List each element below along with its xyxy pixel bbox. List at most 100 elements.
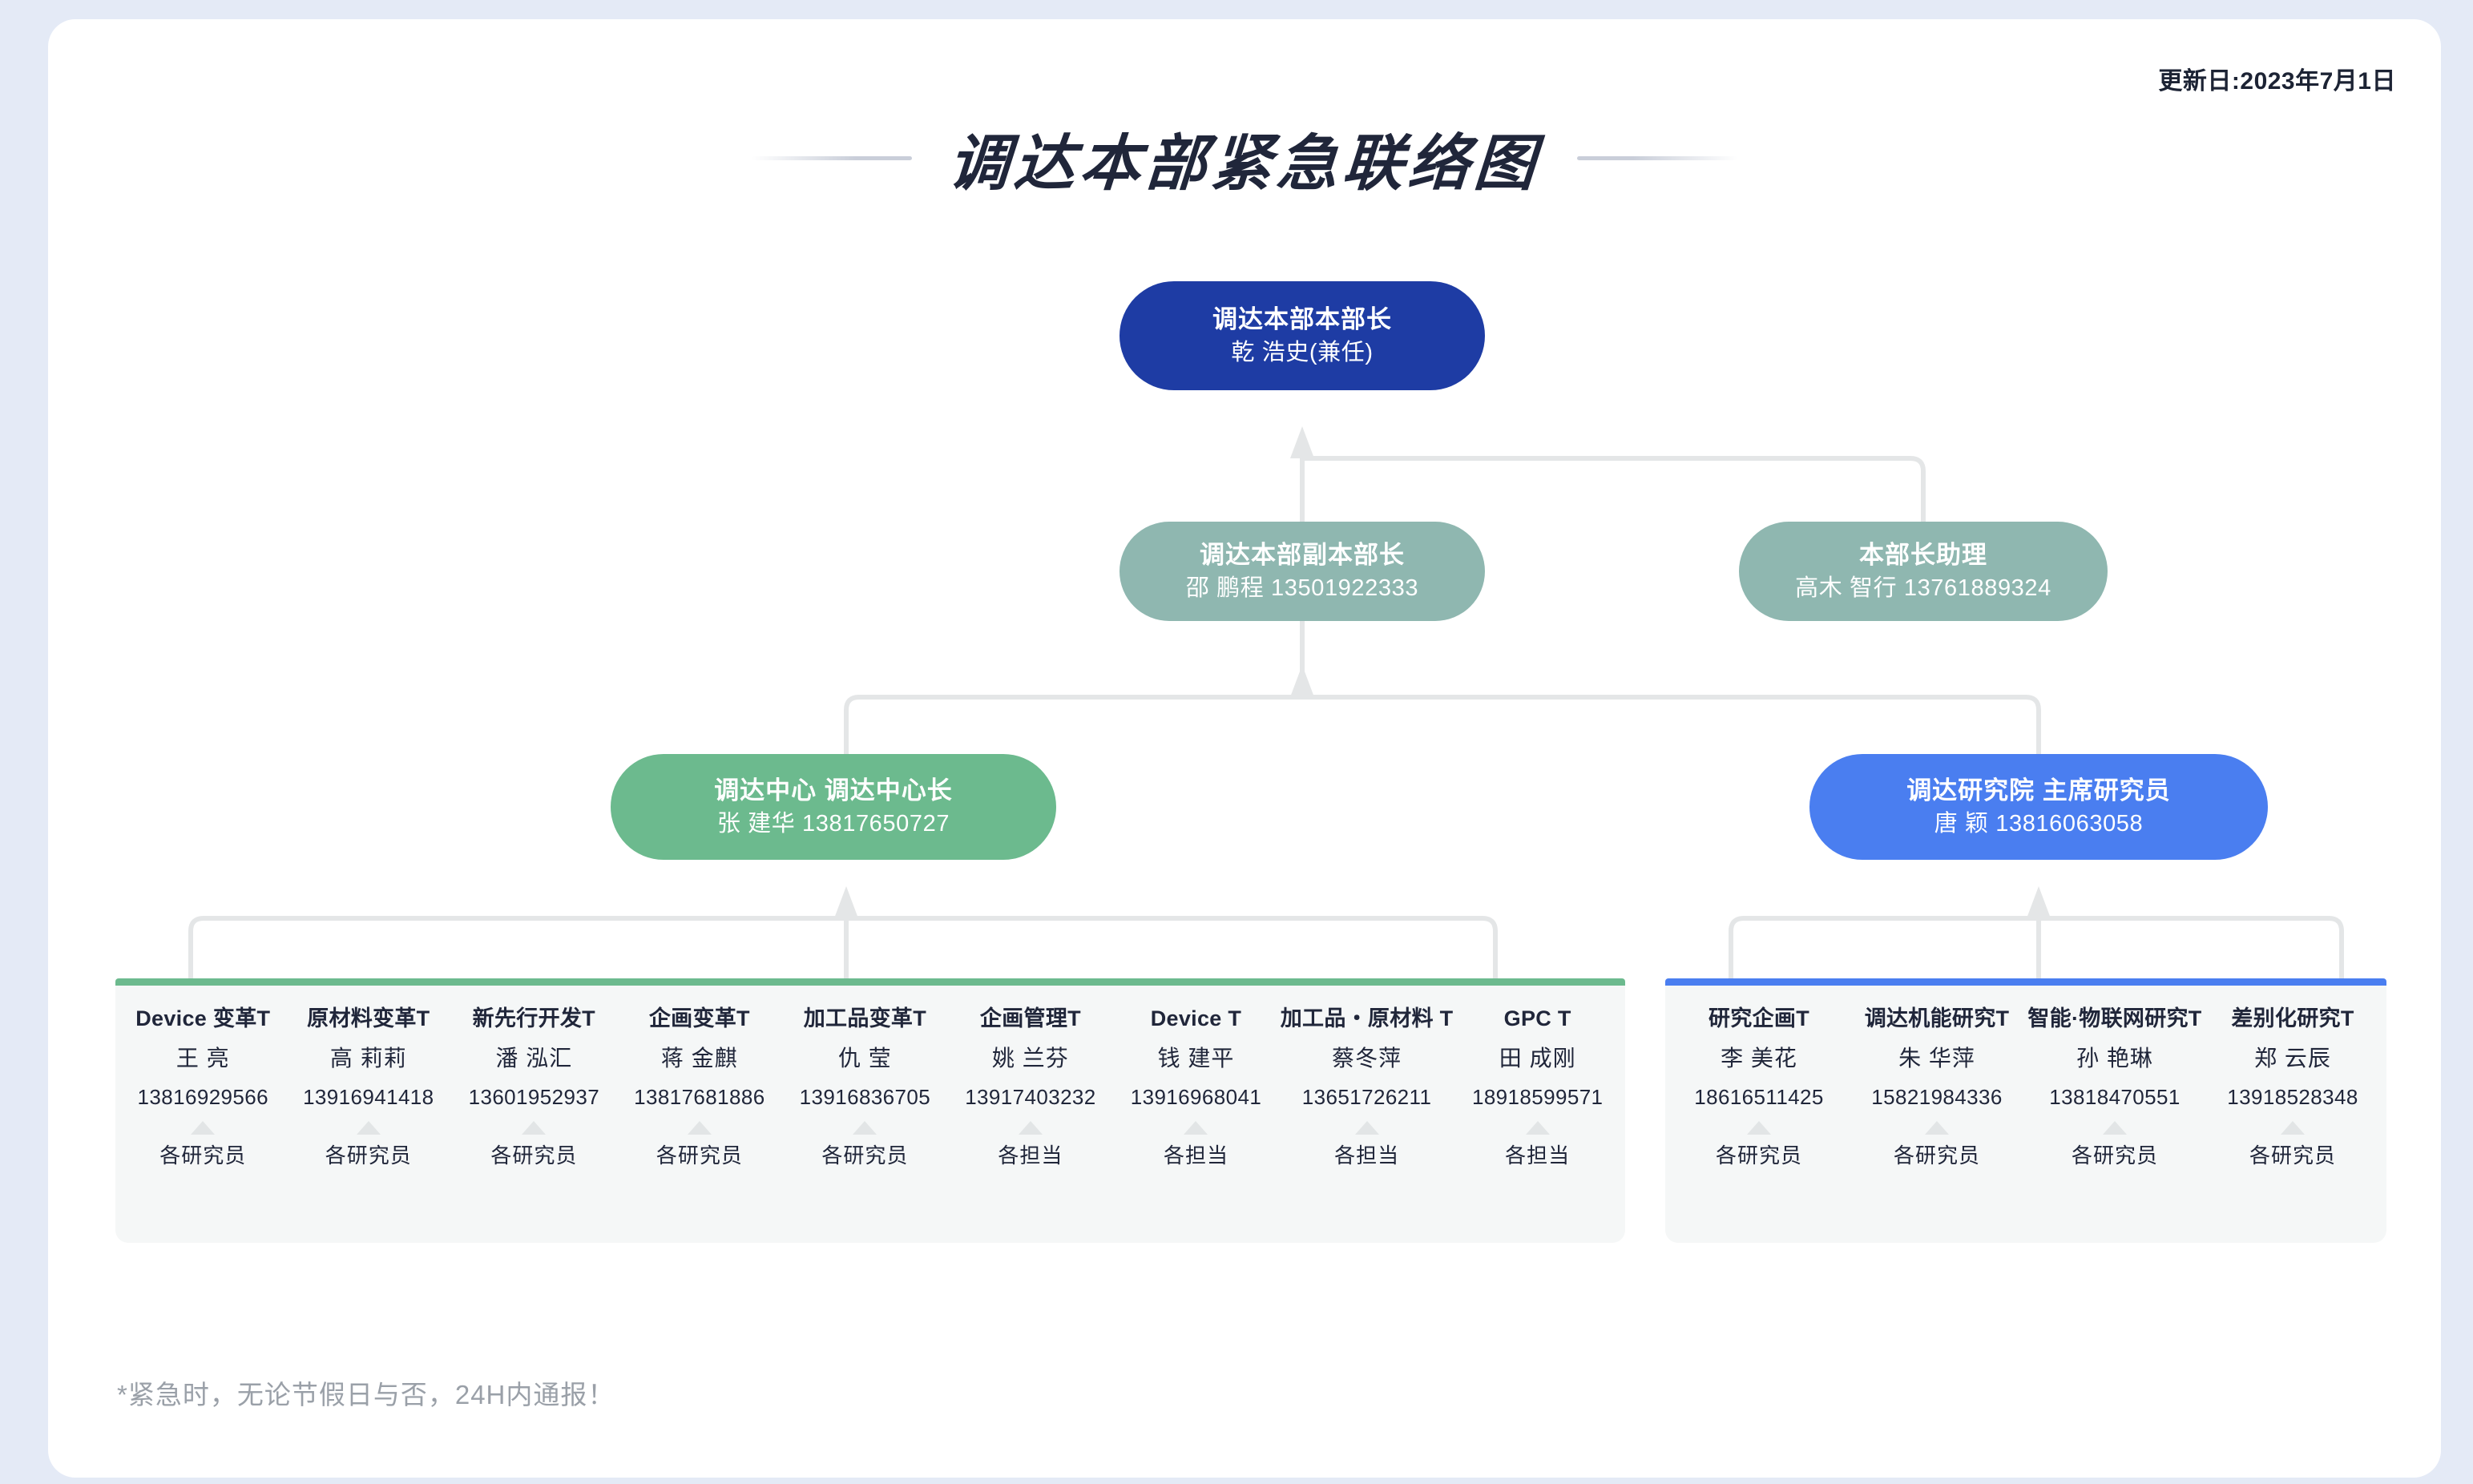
team-leader-phone: 13651726211 — [1301, 1085, 1432, 1110]
team-title: 原材料变革T — [307, 1006, 430, 1030]
team-title: Device T — [1150, 1006, 1242, 1030]
team-column[interactable]: 研究企画T 李 美花 18616511425 各研究员 — [1670, 1006, 1848, 1219]
team-leader-phone: 13916941418 — [303, 1085, 434, 1110]
team-leader-phone: 13818470551 — [2049, 1085, 2181, 1110]
team-title: 企画管理T — [979, 1006, 1081, 1030]
connector-lines — [188, 426, 2344, 981]
triangle-up-icon — [522, 1121, 547, 1135]
team-leader-name: 潘 泓汇 — [495, 1046, 573, 1071]
team-member-role: 各研究员 — [1893, 1143, 1980, 1168]
title-rule-left — [752, 155, 912, 160]
team-title: 智能·物联网研究T — [2027, 1006, 2202, 1030]
arrow-up-to-institute-node — [2027, 886, 2051, 918]
team-title: Device 变革T — [135, 1006, 271, 1030]
team-column[interactable]: 智能·物联网研究T 孙 艳琳 13818470551 各研究员 — [2026, 1006, 2204, 1219]
team-member-role: 各研究员 — [2249, 1143, 2336, 1168]
node-title: 本部长助理 — [1859, 540, 1987, 569]
triangle-up-icon — [1354, 1121, 1379, 1135]
update-date: 更新日:2023年7月1日 — [2158, 68, 2396, 95]
team-member-role: 各研究员 — [325, 1143, 412, 1168]
team-leader-phone: 18616511425 — [1694, 1085, 1824, 1110]
team-member-role: 各研究员 — [159, 1143, 247, 1168]
team-leader-name: 姚 兰芬 — [992, 1046, 1069, 1071]
team-title: 加工品・原材料 T — [1280, 1006, 1454, 1030]
triangle-up-icon — [1925, 1121, 1949, 1135]
team-member-role: 各研究员 — [490, 1143, 578, 1168]
arrow-up-to-center-node — [834, 886, 858, 918]
team-member-role: 各担当 — [1505, 1143, 1571, 1168]
team-member-role: 各担当 — [1163, 1143, 1228, 1168]
panel-procurement-center-teams: Device 变革T 王 亮 13816929566 各研究员 原材料变革T 高 莉莉 13… — [115, 978, 1625, 1243]
triangle-up-icon — [853, 1121, 877, 1135]
triangle-up-icon — [687, 1121, 712, 1135]
team-leader-name: 李 美花 — [1721, 1046, 1797, 1071]
team-column[interactable]: Device T 钱 建平 13916968041 各担当 — [1113, 1006, 1279, 1219]
team-leader-phone: 13917403232 — [965, 1085, 1096, 1110]
team-leader-name: 田 成刚 — [1499, 1046, 1576, 1071]
triangle-up-icon — [356, 1121, 381, 1135]
triangle-up-icon — [1525, 1121, 1550, 1135]
node-top-director[interactable]: 调达本部本部长 乾 浩史(兼任) — [1120, 281, 1485, 390]
team-member-role: 各担当 — [998, 1143, 1063, 1168]
node-subtitle: 乾 浩史(兼任) — [1231, 339, 1374, 365]
node-title: 调达本部本部长 — [1212, 304, 1392, 333]
team-leader-phone: 13601952937 — [468, 1085, 600, 1110]
team-leader-name: 蔡冬萍 — [1332, 1046, 1402, 1071]
team-title: 研究企画T — [1709, 1006, 1809, 1030]
team-title: GPC T — [1503, 1006, 1571, 1030]
arrow-up-to-top-node — [1290, 426, 1314, 458]
node-title: 调达研究院 主席研究员 — [1906, 776, 2171, 805]
team-leader-name: 孙 艳琳 — [2076, 1046, 2153, 1071]
team-member-role: 各研究员 — [1715, 1143, 1802, 1168]
team-title: 调达机能研究T — [1864, 1006, 2010, 1030]
team-column[interactable]: 新先行开发T 潘 泓汇 13601952937 各研究员 — [451, 1006, 617, 1219]
team-leader-phone: 13817681886 — [634, 1085, 765, 1110]
team-member-role: 各研究员 — [821, 1143, 909, 1168]
node-director-assistant[interactable]: 本部长助理 高木 智行 13761889324 — [1739, 522, 2108, 621]
triangle-up-icon — [2103, 1121, 2127, 1135]
triangle-up-icon — [191, 1121, 216, 1135]
node-research-institute[interactable]: 调达研究院 主席研究员 唐 颖 13816063058 — [1809, 754, 2268, 860]
triangle-up-icon — [1018, 1121, 1043, 1135]
node-procurement-center[interactable]: 调达中心 调达中心长 张 建华 13817650727 — [611, 754, 1056, 860]
team-leader-phone: 15821984336 — [1871, 1085, 2003, 1110]
team-leader-phone: 13916836705 — [799, 1085, 931, 1110]
page-title: 调达本部紧急联络图 — [946, 127, 1543, 199]
team-column[interactable]: 企画管理T 姚 兰芬 13917403232 各担当 — [948, 1006, 1114, 1219]
team-title: 新先行开发T — [472, 1006, 595, 1030]
node-subtitle: 唐 颖 13816063058 — [1934, 810, 2144, 837]
org-chart-card: 更新日:2023年7月1日 调达本部紧急联络图 — [48, 19, 2441, 1478]
team-column[interactable]: 加工品・原材料 T 蔡冬萍 13651726211 各担当 — [1279, 1006, 1455, 1219]
triangle-up-icon — [2281, 1121, 2305, 1135]
team-leader-name: 高 莉莉 — [329, 1046, 407, 1071]
node-vice-director[interactable]: 调达本部副本部长 邵 鹏程 13501922333 — [1120, 522, 1485, 621]
team-title: 企画变革T — [648, 1006, 750, 1030]
team-column[interactable]: 原材料变革T 高 莉莉 13916941418 各研究员 — [286, 1006, 452, 1219]
team-leader-phone: 18918599571 — [1471, 1085, 1604, 1110]
team-column[interactable]: 调达机能研究T 朱 华萍 15821984336 各研究员 — [1848, 1006, 2026, 1219]
team-member-role: 各研究员 — [656, 1143, 743, 1168]
team-title: 差别化研究T — [2231, 1006, 2354, 1030]
node-subtitle: 邵 鹏程 13501922333 — [1185, 575, 1419, 601]
team-leader-phone: 13916968041 — [1130, 1085, 1262, 1110]
triangle-up-icon — [1747, 1121, 1771, 1135]
title-block: 调达本部紧急联络图 — [48, 114, 2441, 202]
panel-research-institute-teams: 研究企画T 李 美花 18616511425 各研究员 调达机能研究T 朱 华萍 15821… — [1665, 978, 2386, 1243]
team-title: 加工品变革T — [803, 1006, 927, 1030]
team-column[interactable]: Device 变革T 王 亮 13816929566 各研究员 — [120, 1006, 286, 1219]
team-leader-name: 朱 华萍 — [1898, 1046, 1975, 1071]
node-title: 调达本部副本部长 — [1200, 540, 1405, 569]
node-subtitle: 张 建华 13817650727 — [716, 810, 950, 837]
node-title: 调达中心 调达中心长 — [714, 776, 953, 805]
team-member-role: 各研究员 — [2071, 1143, 2158, 1168]
team-member-role: 各担当 — [1334, 1143, 1400, 1168]
team-leader-phone: 13816929566 — [137, 1085, 268, 1110]
triangle-up-icon — [1184, 1121, 1208, 1135]
team-column[interactable]: GPC T 田 成刚 18918599571 各担当 — [1454, 1006, 1620, 1219]
team-leader-name: 钱 建平 — [1157, 1046, 1235, 1071]
team-leader-name: 王 亮 — [175, 1046, 230, 1071]
arrow-up-to-vice-node — [1290, 665, 1314, 697]
